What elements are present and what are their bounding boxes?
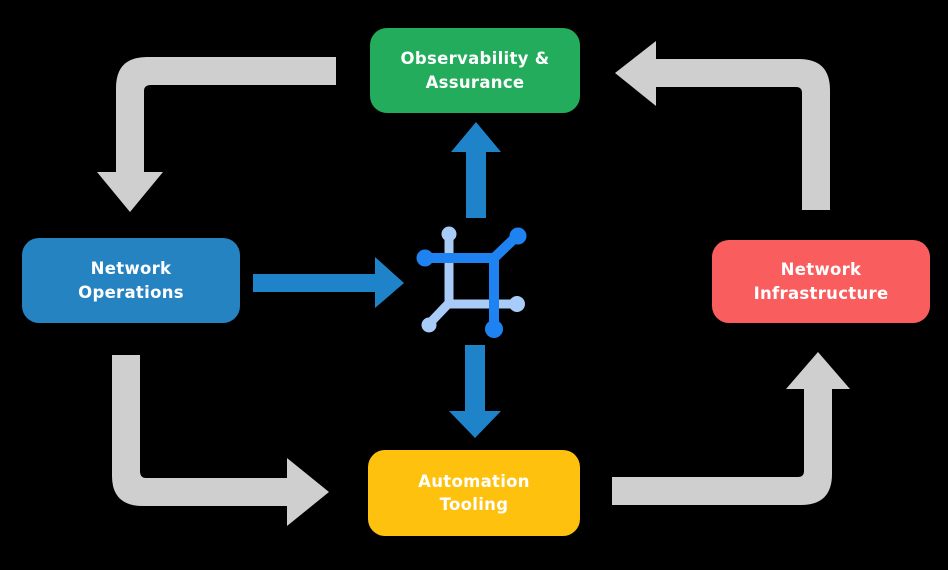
curved-arrow-automation-to-infrastructure xyxy=(612,352,850,505)
mesh-node-light xyxy=(441,226,457,242)
curved-arrow-observability-to-operations xyxy=(97,57,336,212)
network-mesh-core-icon xyxy=(416,226,527,338)
mesh-node-light xyxy=(421,317,437,333)
node-label-line: Observability & xyxy=(400,49,550,69)
mesh-node-dark xyxy=(485,320,503,338)
curved-arrow-operations-to-automation xyxy=(112,355,329,526)
mesh-node-light xyxy=(509,296,525,312)
node-label-line: Network xyxy=(90,259,172,279)
mesh-dark-strand xyxy=(421,232,521,263)
arrow-core-to-automation xyxy=(449,345,501,438)
node-label-line: Tooling xyxy=(439,495,509,514)
node-label-line: Automation xyxy=(418,471,530,491)
node-observability-assurance: Observability & Assurance xyxy=(370,28,580,113)
node-label-line: Operations xyxy=(78,282,184,302)
mesh-light-strand xyxy=(424,230,454,329)
mesh-node-dark xyxy=(416,249,434,267)
node-network-operations: Network Operations xyxy=(22,238,240,323)
mesh-node-dark xyxy=(509,227,527,245)
arrow-operations-to-core xyxy=(253,257,404,308)
node-label-line: Assurance xyxy=(425,72,525,92)
node-label-line: Network xyxy=(780,260,862,280)
node-network-infrastructure: Network Infrastructure xyxy=(712,240,930,323)
curved-arrow-infrastructure-to-observability xyxy=(615,41,830,210)
node-label-line: Infrastructure xyxy=(753,283,889,303)
arrow-core-to-observability xyxy=(451,122,501,218)
node-automation-tooling: Automation Tooling xyxy=(368,450,580,536)
